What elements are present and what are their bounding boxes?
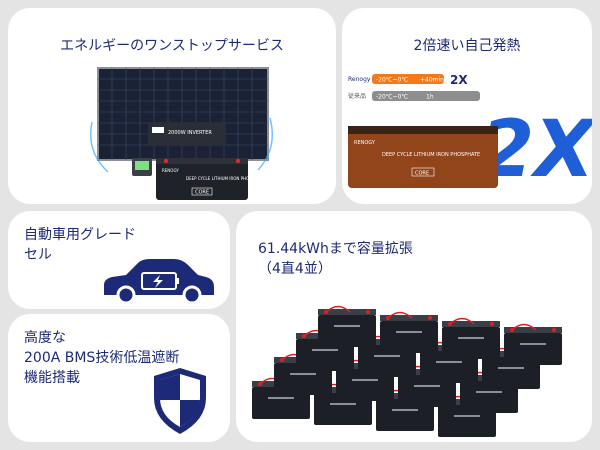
shield-icon	[154, 368, 206, 434]
card-bms: 高度な 200A BMS技術低温遮断 機能搭載	[8, 314, 230, 442]
battery-label: DEEP CYCLE LITHIUM IRON PHOSPHATE	[186, 176, 265, 181]
card-title: 自動車用グレード セル	[24, 227, 136, 263]
card-capacity: 61.44kWhまで容量拡張 （4直4並）	[236, 211, 592, 442]
card-title: 高度な 200A BMS技術低温遮断 機能搭載	[24, 330, 180, 386]
row2-time: 1h	[426, 94, 434, 101]
card-title: 61.44kWhまで容量拡張 （4直4並）	[258, 241, 413, 277]
row1-brand: Renogy	[348, 76, 371, 83]
row1-bar	[372, 74, 444, 84]
row2-bar	[372, 91, 480, 101]
car-battery-icon	[104, 259, 214, 305]
row2-label: 従来品	[348, 92, 366, 100]
inverter: 2000W INVERTER	[148, 122, 226, 146]
battery-brand: RENOGY	[354, 140, 376, 146]
battery-array	[252, 305, 562, 437]
card-title: エネルギーのワンストップサービス	[60, 38, 284, 54]
card-title: 2倍速い自己発熱	[413, 38, 521, 54]
big-2x: 2X	[480, 105, 592, 195]
solar-panel	[97, 67, 269, 161]
row1-badge: 2X	[450, 73, 468, 87]
card-one-stop: エネルギーのワンストップサービス 2000W INV	[8, 8, 336, 204]
row2-range: -20℃~0℃	[376, 94, 408, 101]
heated-battery: RENOGY DEEP CYCLE LITHIUM IRON PHOSPHATE…	[348, 126, 498, 188]
battery-unit	[318, 305, 376, 347]
battery-unit	[442, 317, 500, 359]
card-self-heating: 2倍速い自己発熱 2X Renogy -20℃~0℃ +40min 2X 従来品…	[342, 8, 592, 204]
battery-unit	[380, 311, 438, 353]
card-automotive: 自動車用グレード セル	[8, 211, 230, 309]
battery-core: CORE	[415, 171, 429, 177]
heating-comparison: 2X Renogy -20℃~0℃ +40min 2X 従来品 -20℃~0℃ …	[348, 73, 592, 195]
solar-system-illustration: 2000W INVERTER RENOGY DEEP CYCLE LITHIUM…	[90, 67, 273, 200]
battery-brand: RENOGY	[162, 168, 179, 173]
battery: RENOGY DEEP CYCLE LITHIUM IRON PHOSPHATE…	[156, 158, 265, 200]
battery-unit	[504, 323, 562, 365]
row1-range: -20℃~0℃	[376, 77, 408, 84]
battery-core: CORE	[195, 190, 209, 196]
row1-time: +40min	[420, 77, 444, 84]
inverter-label: 2000W INVERTER	[168, 130, 212, 136]
battery-label: DEEP CYCLE LITHIUM IRON PHOSPHATE	[382, 152, 480, 158]
